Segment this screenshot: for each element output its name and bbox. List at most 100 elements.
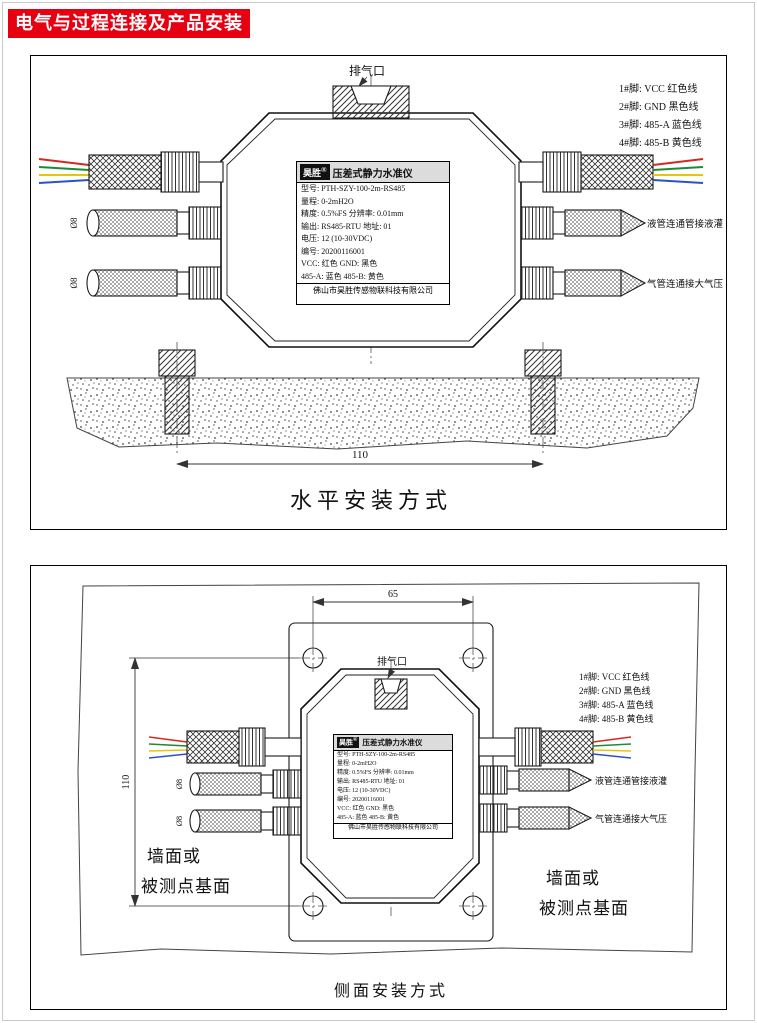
tube-collar xyxy=(552,211,566,235)
nameplate-company: 佛山市昊胜传感物联科技有限公司 xyxy=(334,823,452,834)
nameplate-output: 输出: RS485-RTU 地址: 01 xyxy=(301,221,392,231)
wire-blue xyxy=(592,753,632,759)
cable-neck xyxy=(478,737,516,757)
wire-blue xyxy=(652,179,704,184)
panel-caption: 侧面安装方式 xyxy=(334,982,448,1000)
tube-nut xyxy=(188,206,222,240)
tube-diameter-label: Ø8 xyxy=(69,217,79,228)
wall-label-right: 墙面或 被测点基面 xyxy=(539,869,629,918)
tube-collar xyxy=(260,774,274,794)
tube-end xyxy=(86,209,100,237)
pin-legend-line-2: 2#脚: GND 黑色线 xyxy=(579,685,651,696)
nameplate-range: 量程: 0-2mH2O xyxy=(301,196,354,206)
horizontal-install-panel: 排气口 xyxy=(30,55,727,530)
tube-taper xyxy=(620,209,647,237)
nameplate-serial: 编号: 20200116001 xyxy=(337,797,385,803)
right-air-tube: 气管连通接大气压 xyxy=(520,266,724,300)
nameplate-company: 佛山市昊胜传感物联科技有限公司 xyxy=(297,283,449,297)
left-air-tube: Ø8 xyxy=(69,266,222,300)
cable-braid xyxy=(540,730,594,764)
brand-logo: 昊胜® xyxy=(337,737,360,748)
wall-label-line-2: 被测点基面 xyxy=(539,899,629,918)
left-cable-assembly xyxy=(38,151,224,193)
tube-collar xyxy=(176,271,190,295)
mounting-hole-bottom-right xyxy=(459,892,487,920)
left-liquid-tube: Ø8 xyxy=(69,206,222,240)
brand-logo: 昊胜® xyxy=(300,164,330,180)
pin-legend: 1#脚: VCC 红色线 2#脚: GND 黑色线 3#脚: 485-A 蓝色线… xyxy=(579,671,654,724)
liquid-tube-label: 液管连通管接液灌 xyxy=(595,775,667,786)
registered-mark: ® xyxy=(321,165,327,174)
wall-label-line-1: 墙面或 xyxy=(147,847,201,866)
dimension-hole-spacing-vertical: 110 xyxy=(121,657,299,907)
cable-braid xyxy=(580,154,654,190)
exhaust-port-label: 排气口 xyxy=(377,655,407,668)
tube-body xyxy=(518,806,570,830)
brand-name: 昊胜 xyxy=(303,168,322,178)
tube-collar xyxy=(260,811,274,831)
pin-legend-line-4: 4#脚: 485-B 黄色线 xyxy=(579,713,654,724)
wall-label-line-2: 被测点基面 xyxy=(141,877,231,896)
wire-red xyxy=(38,158,90,166)
dimension-value: 65 xyxy=(388,589,398,600)
exhaust-cap xyxy=(332,85,410,119)
wire-green xyxy=(148,743,188,747)
tube-nut xyxy=(478,803,508,833)
right-cable-assembly xyxy=(478,727,632,767)
cable-neck xyxy=(518,161,544,183)
mounting-hole-bottom-left xyxy=(299,892,327,920)
cable-neck xyxy=(264,737,302,757)
left-liquid-tube: Ø8 xyxy=(174,769,302,799)
wire-red xyxy=(148,736,188,743)
tube-body xyxy=(564,269,622,297)
tube-nut xyxy=(520,266,554,300)
right-cable-assembly xyxy=(518,151,704,193)
anchor-bolt-left xyxy=(158,342,196,456)
side-install-panel: 65 110 排气口 xyxy=(30,565,727,1010)
nameplate-accuracy: 精度: 0.5%FS 分辨率: 0.01mm xyxy=(337,770,414,776)
brand-name: 昊胜 xyxy=(339,738,353,747)
liquid-tube-label: 液管连通管接液灌 xyxy=(647,218,724,230)
pin-legend-line-2: 2#脚: GND 黑色线 xyxy=(619,100,698,113)
tube-body xyxy=(564,209,622,237)
left-cable-assembly xyxy=(148,727,302,767)
dimension-bolt-spacing: 110 xyxy=(176,449,544,468)
air-tube-label: 气管连通接大气压 xyxy=(595,813,667,824)
cable-braid xyxy=(88,154,162,190)
tube-diameter-label: Ø8 xyxy=(174,816,184,826)
wire-red xyxy=(592,736,632,743)
wire-yellow xyxy=(148,749,188,752)
device-nameplate: 昊胜® 压差式静力水准仪 型号: PTH-SZY-100-2m-RS485 量程… xyxy=(333,734,453,839)
tube-body xyxy=(518,768,570,792)
mounting-hole-top-right xyxy=(459,644,487,672)
nameplate-wiring-2: 485-A: 蓝色 485-B: 黄色 xyxy=(301,271,384,281)
cable-gland-nut xyxy=(514,727,542,767)
wire-yellow xyxy=(592,749,632,752)
cable-braid xyxy=(186,730,240,764)
tube-body xyxy=(92,209,178,237)
tube-nut xyxy=(188,266,222,300)
tube-collar xyxy=(176,211,190,235)
tube-body xyxy=(194,772,262,796)
wire-green xyxy=(592,743,632,747)
nameplate-model: 型号: PTH-SZY-100-2m-RS485 xyxy=(301,184,406,193)
pin-legend-line-3: 3#脚: 485-A 蓝色线 xyxy=(579,699,654,710)
tube-nut xyxy=(478,765,508,795)
wire-green xyxy=(38,166,90,171)
exhaust-cap xyxy=(374,678,408,710)
exhaust-leader-line xyxy=(358,76,368,87)
exhaust-leader-line xyxy=(387,667,396,679)
page-title: 电气与过程连接及产品安装 xyxy=(15,13,243,33)
tube-end xyxy=(189,809,201,833)
nameplate-header: 昊胜® 压差式静力水准仪 xyxy=(334,735,452,751)
nameplate-header: 昊胜® 压差式静力水准仪 xyxy=(297,162,449,183)
dimension-hole-spacing-horizontal: 65 xyxy=(312,589,474,644)
tube-body xyxy=(92,269,178,297)
right-liquid-tube: 液管连通管接液灌 xyxy=(520,206,724,240)
nameplate-serial: 编号: 20200116001 xyxy=(301,246,365,256)
tube-end xyxy=(189,772,201,796)
nameplate-wiring-2: 485-A: 蓝色 485-B: 黄色 xyxy=(337,815,400,821)
wall-label-line-1: 墙面或 xyxy=(546,869,600,888)
exhaust-port-label: 排气口 xyxy=(349,63,385,78)
wire-blue xyxy=(38,179,90,184)
